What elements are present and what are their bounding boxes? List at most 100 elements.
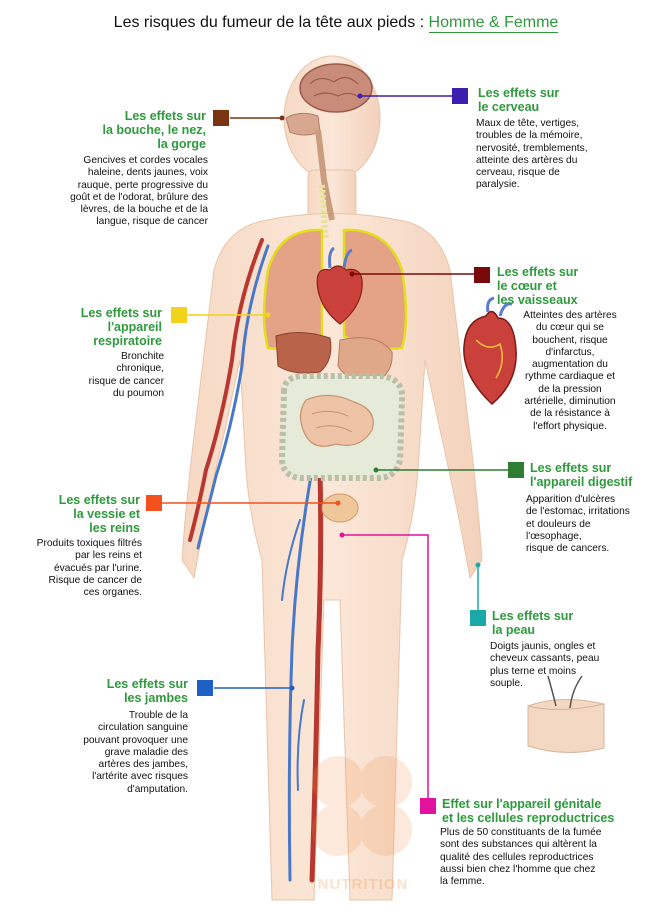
bouche-heading-line: la gorge [157,137,206,151]
vessie-text-line: Risque de cancer de [48,574,142,586]
coeur-text-line: artérielle, diminution [524,396,616,408]
coeur-text-line: bouchent, risque [532,334,608,346]
vessie-marker [146,495,162,511]
jambes-text: Trouble de la circulation sanguine pouva… [40,710,188,796]
respiratoire-text-line: chronique, [116,363,164,375]
vessie-text: Produits toxiques filtrés par les reins … [14,538,142,599]
bouche-heading: Les effets sur la bouche, le nez, la gor… [60,109,207,151]
bouche-text: Gencives et cordes vocales haleine, dent… [30,155,208,229]
coeur-text-line: rythme cardiaque et [524,371,616,383]
cerveau-text-line: troubles de la mémoire, [476,130,583,142]
vessie-text-line: Produits toxiques filtrés [36,538,142,549]
genital-text-line: qualité des cellules reproductrices [440,851,594,863]
coeur-text-line: d'infarctus, [545,346,595,358]
coeur-text: Atteintes des artères du cœur qui se bou… [508,310,632,433]
digestif-text-line: Apparition d'ulcères [526,494,616,505]
intestines [278,373,406,481]
throat [285,112,335,241]
genital-text: Plus de 50 constituants de la fumée sont… [440,827,655,888]
respiratoire-heading: Les effets sur l'appareil respiratoire [40,306,162,348]
genital-text-line: sont des substances qui altèrent la [440,839,597,851]
digestif-text-line: de l'estomac, irritations [526,506,630,518]
vessie-heading-line: Les effets sur [58,493,140,507]
heart-detail-icon [463,296,517,406]
respiratoire-text-line: Bronchite [120,351,164,362]
digestif-text-line: risque de cancers. [526,543,610,555]
genital-text-line: Plus de 50 constituants de la fumée [440,827,602,838]
jambes-heading: Les effets sur les jambes [80,677,188,705]
cerveau-heading-line: Les effets sur [478,86,560,100]
digestif-text-line: l'œsophage, [526,530,582,542]
jambes-text-line: d'amputation. [127,783,188,795]
vessie-heading: Les effets sur la vessie et les reins [30,493,140,535]
coeur-heading-line: le cœur et [497,279,557,293]
bouche-text-line: langue, risque de cancer [96,216,208,228]
heart-organ [316,246,363,325]
genital-text-line: aussi bien chez l'homme que chez [440,863,596,875]
connector-lines [162,95,510,806]
page-title: Les risques du fumeur de la tête aux pie… [0,14,672,33]
cerveau-text-line: Maux de tête, vertiges, [476,118,580,129]
peau-text-line: Doigts jaunis, ongles et [490,641,596,652]
cerveau-text: Maux de tête, vertiges, troubles de la m… [476,118,646,192]
title-highlight: Homme & Femme [428,14,559,33]
jambes-marker [197,680,213,696]
jambes-text-line: grave maladie des [104,746,188,758]
coeur-text-line: de la pression [538,383,602,395]
digestif-text-line: et douleurs de [526,518,591,530]
bouche-text-line: haleine, dents jaunes, voix [87,167,208,179]
bouche-text-line: goût et de l'odorat, brûlure des [70,191,208,203]
bouche-text-line: Gencives et cordes vocales [83,155,208,166]
bouche-heading-line: la bouche, le nez, [102,123,207,137]
bouche-text-line: lèvres, de la bouche et de la [80,204,208,216]
jambes-text-line: pouvant provoquer une [83,734,188,746]
cerveau-text-line: paralysie. [476,179,520,191]
title-prefix: Les risques du fumeur de la tête aux pie… [113,14,429,31]
peau-heading-line: la peau [492,623,536,637]
jambes-text-line: l'artérite avec risques [92,771,188,783]
jambes-heading-line: les jambes [124,691,188,705]
respiratoire-text: Bronchite chronique, risque de cancer du… [40,351,164,400]
jambes-text-line: artères des jambes, [98,759,188,771]
bouche-heading-line: Les effets sur [124,109,206,123]
respiratoire-marker [171,307,187,323]
bladder [321,493,359,523]
watermark-logo [312,756,412,856]
respiratoire-heading-line: respiratoire [93,334,162,348]
coeur-text-line: du cœur qui se [536,322,604,334]
vessie-heading-line: la vessie et [73,507,140,521]
vessie-heading-line: les reins [89,521,140,535]
bouche-marker [213,110,229,126]
cerveau-heading-line: le cerveau [478,100,540,114]
genital-marker [420,798,436,814]
coeur-marker [474,267,490,283]
peau-marker [470,610,486,626]
respiratoire-text-line: risque de cancer [88,375,164,387]
cerveau-text-line: atteinte des artères du [476,154,578,166]
jambes-text-line: Trouble de la [128,710,188,721]
vessie-text-line: par les reins et [75,550,142,562]
respiratoire-heading-line: Les effets sur [80,306,162,320]
cerveau-heading: Les effets sur le cerveau [478,86,559,114]
coeur-text-line: de la résistance à [530,408,610,420]
vessie-text-line: ces organes. [83,587,142,599]
connector-dots [265,93,481,691]
genital-text-line: la femme. [440,876,485,888]
coeur-heading-line: Les effets sur [497,265,579,279]
digestif-text: Apparition d'ulcères de l'estomac, irrit… [526,494,666,555]
peau-text-line: plus terne et moins [490,665,577,677]
peau-text: Doigts jaunis, ongles et cheveux cassant… [490,641,640,690]
digestif-heading-line: l'appareil digestif [530,475,633,489]
genital-heading: Effet sur l'appareil génitale et les cel… [442,797,614,825]
genital-heading-line: Effet sur l'appareil génitale [442,797,602,811]
peau-heading: Les effets sur la peau [492,609,573,637]
vessie-text-line: évacués par l'urine. [53,562,142,574]
peau-text-line: souple. [490,677,523,689]
digestif-heading-line: Les effets sur [530,461,612,475]
genital-heading-line: et les cellules reproductrices [442,811,615,825]
respiratoire-heading-line: l'appareil [107,320,162,334]
bouche-text-line: rauque, perte progressive du [77,179,208,191]
respiratoire-text-line: du poumon [113,387,164,399]
peau-text-line: cheveux cassants, peau [490,653,600,665]
